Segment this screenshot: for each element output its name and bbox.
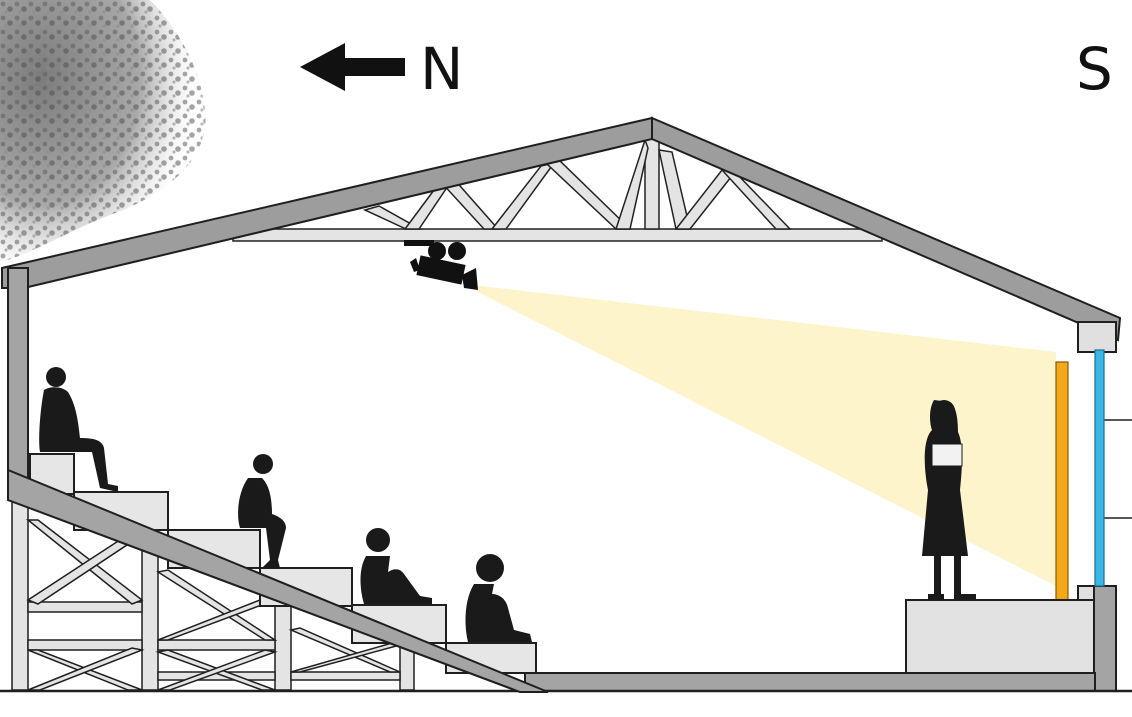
projection-screen [1055,361,1069,603]
bleacher-substructure [11,499,415,691]
left-arrow-icon [300,43,405,91]
north-wall [7,267,29,484]
child-audience-silhouette-1 [238,454,286,568]
child-audience-silhouette-2 [360,528,432,604]
window-glazing [1094,349,1105,587]
bleacher-beam [7,468,549,693]
south-direction-label: S [1076,35,1113,103]
child-audience-silhouette-3 [465,554,532,642]
stage-platform [905,599,1095,674]
film-projector-icon [404,240,478,290]
adult-audience-silhouette [39,367,118,492]
tree-background [0,0,206,262]
north-direction-label: N [420,35,464,103]
projection-light-beam [472,285,1056,586]
presenter-silhouette [922,400,976,600]
audience-silhouettes [39,367,976,642]
roof-truss [232,129,883,242]
roof [1,116,1122,342]
